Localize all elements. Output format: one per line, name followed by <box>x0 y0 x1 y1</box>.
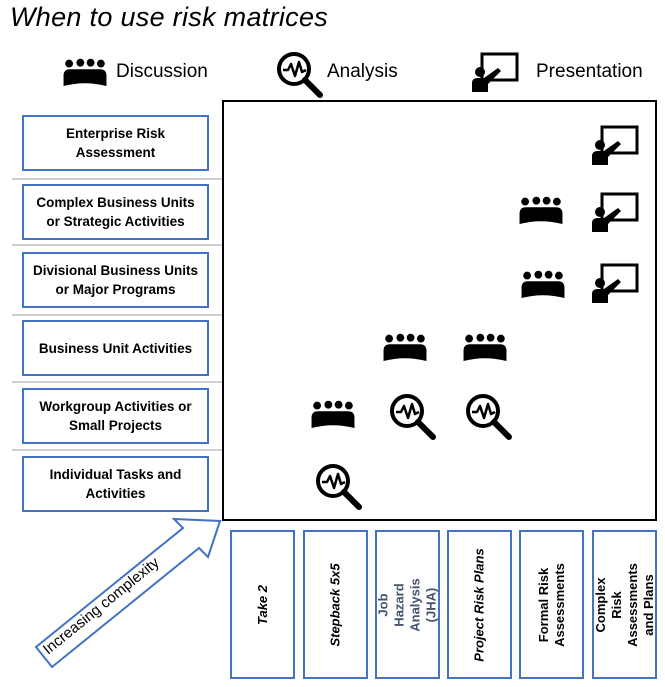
column-label-box: Complex Risk Assessments and Plans <box>592 530 657 679</box>
legend-label: Analysis <box>327 61 398 82</box>
row-label: Business Unit Activities <box>38 340 193 356</box>
row-separator <box>12 449 223 451</box>
discussion-icon <box>520 270 566 298</box>
discussion-icon <box>382 333 428 361</box>
column-label-box: Take 2 <box>230 530 295 679</box>
column-label: Take 2 <box>254 584 270 625</box>
discussion-icon <box>518 196 564 224</box>
risk-matrix <box>222 100 657 521</box>
row-label-box: Divisional Business Units or Major Progr… <box>22 252 209 308</box>
axis-label: Increasing complexity <box>40 554 163 658</box>
row-label-box: Enterprise Risk Assessment <box>22 115 209 171</box>
presentation-icon <box>470 52 520 92</box>
row-label: Divisional Business Units or Major Progr… <box>32 263 199 297</box>
analysis-icon <box>314 462 364 512</box>
row-separator <box>12 178 223 180</box>
column-label-box: Formal Risk Assessments <box>519 530 584 679</box>
analysis-icon <box>464 392 514 442</box>
analysis-icon <box>275 50 325 100</box>
discussion-icon <box>310 400 356 428</box>
presentation-icon <box>590 192 640 232</box>
analysis-icon <box>388 392 438 442</box>
presentation-icon <box>590 263 640 303</box>
row-label: Enterprise Risk Assessment <box>65 126 166 160</box>
row-separator <box>12 244 223 246</box>
discussion-icon <box>462 333 508 361</box>
row-label: Complex Business Units or Strategic Acti… <box>36 195 195 229</box>
column-label: Complex Risk Assessments and Plans <box>592 562 656 647</box>
row-label-box: Individual Tasks and Activities <box>22 456 209 512</box>
page-title: When to use risk matrices <box>10 2 329 32</box>
row-label: Individual Tasks and Activities <box>49 467 182 501</box>
row-label-box: Business Unit Activities <box>22 320 209 376</box>
row-label-box: Workgroup Activities or Small Projects <box>22 388 209 444</box>
row-label: Workgroup Activities or Small Projects <box>39 399 192 433</box>
discussion-icon <box>62 58 108 86</box>
column-label: Formal Risk Assessments <box>535 562 567 647</box>
column-label: Project Risk Plans <box>471 547 487 662</box>
legend-presentation: Presentation <box>470 50 643 94</box>
row-separator <box>12 381 223 383</box>
row-label-box: Complex Business Units or Strategic Acti… <box>22 184 209 240</box>
legend-discussion: Discussion <box>62 50 208 94</box>
complexity-arrow: Increasing complexity <box>34 517 222 669</box>
legend-label: Presentation <box>536 61 643 82</box>
column-label: Job Hazard Analysis (JHA) <box>375 577 439 632</box>
row-separator <box>12 314 223 316</box>
legend-analysis: Analysis <box>275 50 398 94</box>
column-label: Stepback 5x5 <box>327 562 343 647</box>
column-label-box: Job Hazard Analysis (JHA) <box>375 530 440 679</box>
presentation-icon <box>590 125 640 165</box>
column-label-box: Stepback 5x5 <box>303 530 368 679</box>
legend-label: Discussion <box>116 61 208 82</box>
column-label-box: Project Risk Plans <box>447 530 512 679</box>
